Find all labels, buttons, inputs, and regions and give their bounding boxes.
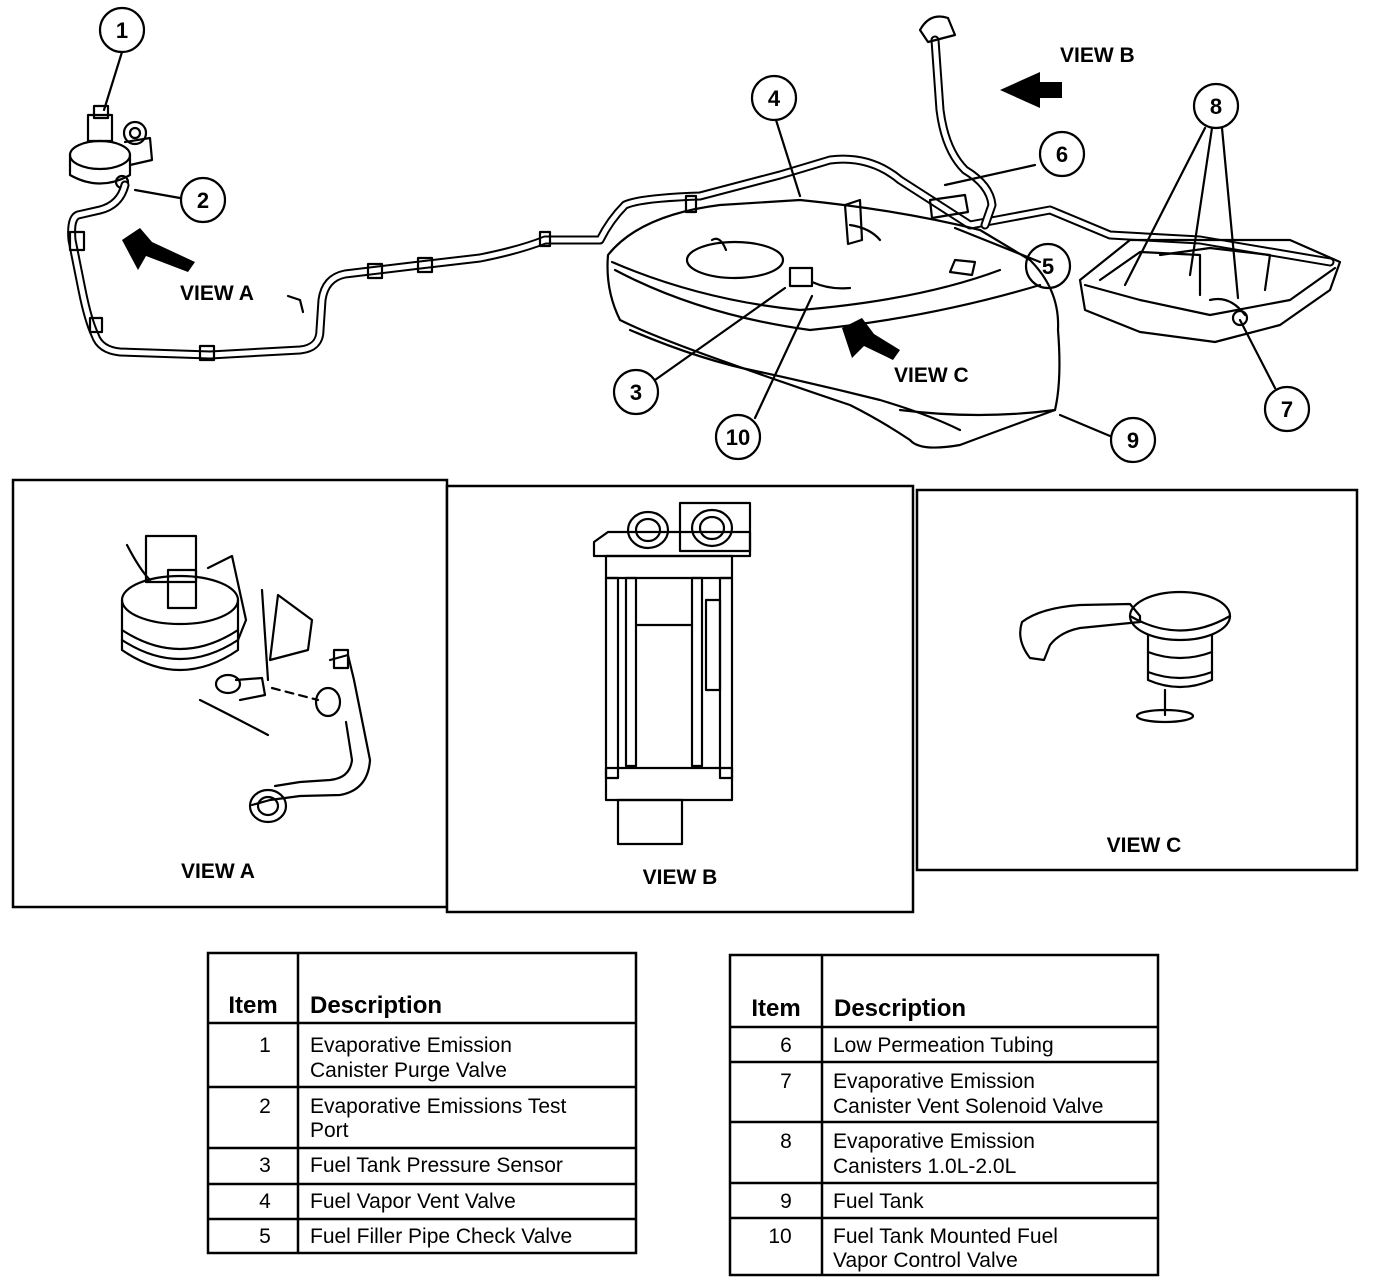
view-b-label: VIEW B [1060,44,1135,67]
left-header-description: Description [310,992,442,1019]
overview-drawing: VIEW A VIEW B VIEW C 1 2 [67,6,1342,464]
callout-7-number: 7 [1281,397,1293,422]
table-row-desc: Evaporative Emission [833,1130,1035,1153]
right-header-item: Item [751,995,800,1022]
table-row-desc: Fuel Tank Mounted Fuel [833,1225,1058,1248]
view-c-drawing [1019,590,1232,724]
callout-6-number: 6 [1056,142,1068,167]
table-row-desc: Fuel Vapor Vent Valve [310,1190,516,1213]
callout-1: 1 [98,6,146,54]
callout-10: 10 [714,413,762,461]
panel-view-c: VIEW C [915,488,1359,872]
view-a-label: VIEW A [180,282,254,305]
panel-view-b-label: VIEW B [643,866,718,889]
callout-leaders [102,50,1277,438]
panel-view-c-label: VIEW C [1107,834,1182,857]
callout-4-number: 4 [768,86,781,111]
callout-6: 6 [1038,130,1086,178]
table-row-desc: Evaporative Emissions Test [310,1095,567,1118]
fuel-tank-drawing [606,198,1061,449]
callout-3-number: 3 [630,380,642,405]
panel-view-a: VIEW A [11,478,449,909]
callout-4: 4 [750,74,798,122]
table-row-desc: Vapor Control Valve [833,1249,1018,1272]
table-row-desc: Evaporative Emission [310,1034,512,1057]
table-row-desc: Fuel Tank [833,1190,924,1213]
callout-8-number: 8 [1210,94,1222,119]
view-b-drawing [592,501,752,846]
table-row-desc: Evaporative Emission [833,1070,1035,1093]
item-table-left: Item Description 1 Evaporative Emission … [206,951,638,1255]
panel-view-a-label: VIEW A [181,860,255,883]
table-row-item: 7 [780,1070,792,1093]
callout-7: 7 [1263,385,1311,433]
callout-5-number: 5 [1042,254,1054,279]
table-row-desc: Fuel Filler Pipe Check Valve [310,1225,572,1248]
view-c-arrow [842,318,900,360]
purge-valve-drawing [68,104,154,190]
callout-8: 8 [1192,82,1240,130]
filler-pipe-drawing [918,15,997,230]
item-table-right: Item Description 6 Low Permeation Tubing… [728,953,1160,1277]
view-b-arrow [1000,72,1062,108]
callout-2: 2 [179,176,227,224]
callout-1-number: 1 [116,18,128,43]
table-row-desc: Canister Vent Solenoid Valve [833,1095,1103,1118]
table-row-desc: Low Permeation Tubing [833,1034,1054,1057]
panel-view-b: VIEW B [445,484,915,914]
callout-5: 5 [1024,242,1072,290]
canister-assembly-drawing [1078,238,1342,344]
table-row-item: 8 [780,1130,792,1153]
table-row-item: 4 [259,1190,271,1213]
callout-9: 9 [1109,416,1157,464]
view-c-label: VIEW C [894,364,969,387]
callout-10-number: 10 [726,425,750,450]
table-row-item: 2 [259,1095,271,1118]
right-header-description: Description [834,995,966,1022]
table-row-desc: Canister Purge Valve [310,1059,507,1082]
table-row-item: 10 [768,1225,791,1248]
vapor-line-drawing [67,154,1335,362]
table-row-item: 5 [259,1225,271,1248]
callout-3: 3 [612,368,660,416]
left-header-item: Item [228,992,277,1019]
callout-9-number: 9 [1127,428,1139,453]
table-row-desc: Port [310,1119,349,1142]
table-row-desc: Canisters 1.0L-2.0L [833,1155,1016,1178]
table-row-item: 1 [259,1034,271,1057]
view-a-drawing [120,534,372,824]
callout-2-number: 2 [197,188,209,213]
view-a-arrow [122,228,195,272]
table-row-item: 6 [780,1034,792,1057]
table-row-item: 9 [780,1190,792,1213]
table-row-desc: Fuel Tank Pressure Sensor [310,1154,563,1177]
table-row-item: 3 [259,1154,271,1177]
